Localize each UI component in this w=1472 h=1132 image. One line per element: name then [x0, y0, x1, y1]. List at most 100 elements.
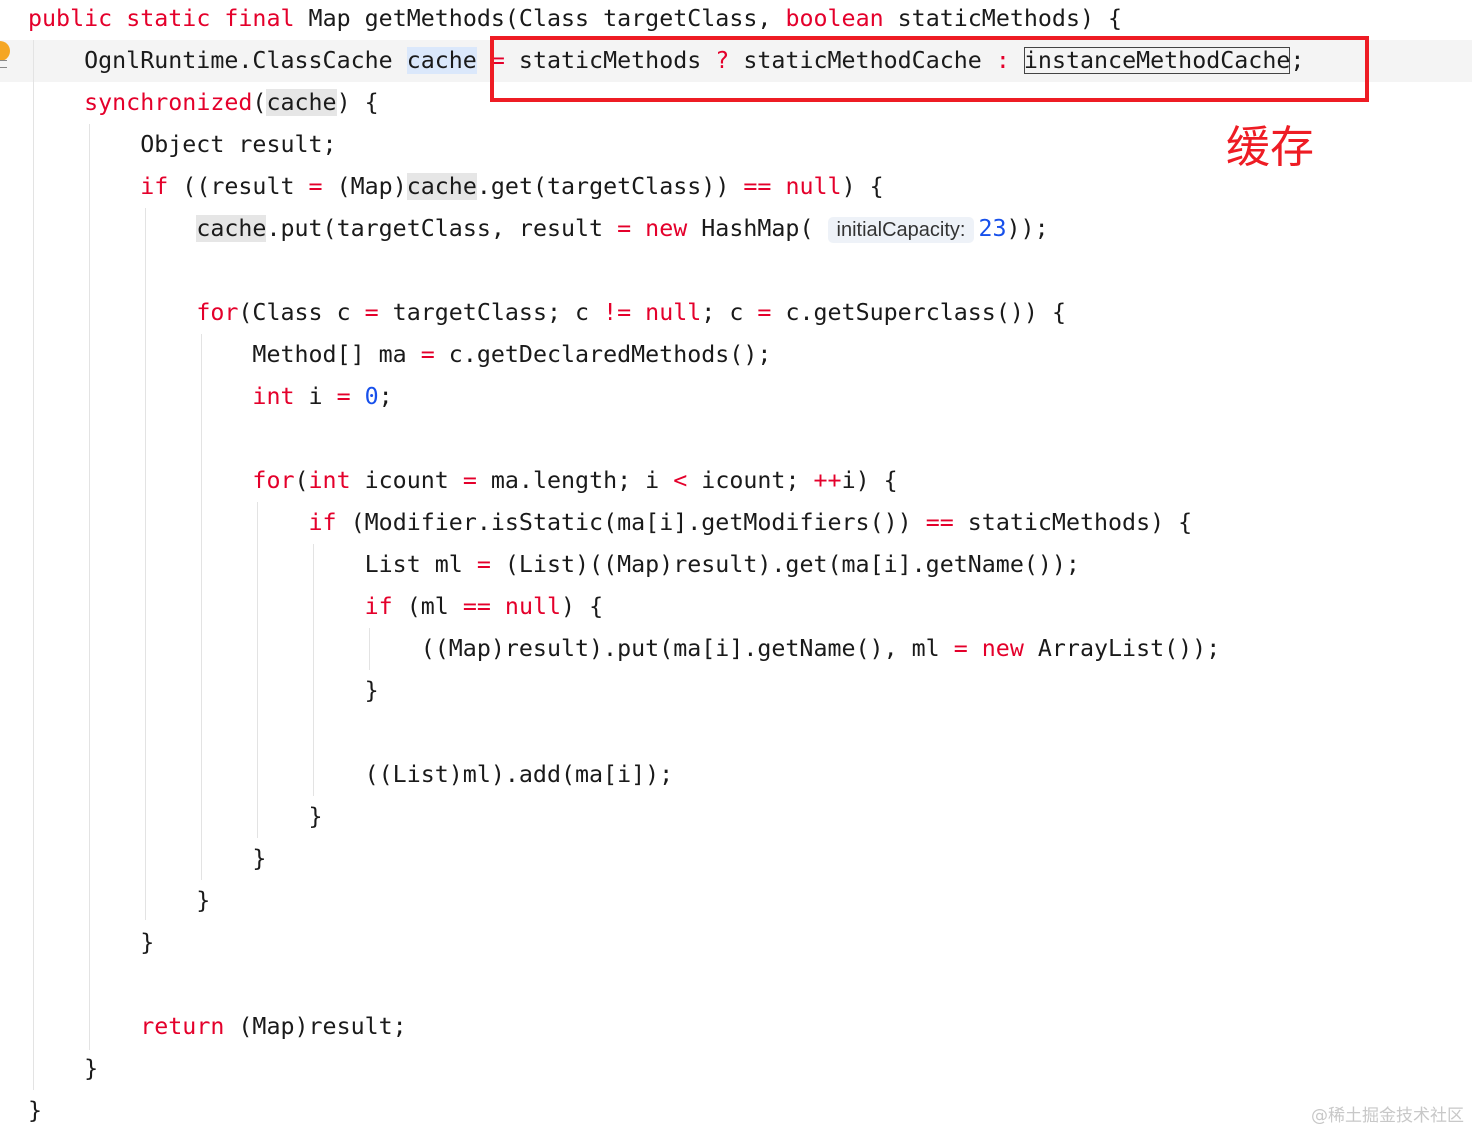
operator-token: =	[953, 635, 968, 662]
keyword-token: for	[252, 467, 295, 494]
code-line[interactable]: for(Class c = targetClass; c != null; c …	[0, 292, 1472, 334]
code-token: List ml	[28, 551, 477, 578]
code-line[interactable]	[0, 418, 1472, 460]
code-line[interactable]: ((List)ml).add(ma[i]);	[0, 754, 1472, 796]
code-line[interactable]: if (ml == null) {	[0, 586, 1472, 628]
code-line-text: }	[28, 922, 154, 964]
code-token	[477, 47, 491, 74]
operator-token: ==	[925, 509, 954, 536]
indent-guide	[257, 502, 258, 838]
code-token: ));	[1006, 215, 1049, 242]
code-line-text: int i = 0;	[28, 376, 393, 418]
number-token: 23	[978, 215, 1007, 242]
code-line[interactable]: ((Map)result).put(ma[i].getName(), ml = …	[0, 628, 1472, 670]
code-token: i) {	[841, 467, 898, 494]
code-line-text: for(int icount = ma.length; i < icount; …	[28, 460, 898, 502]
code-token: }	[28, 1097, 43, 1124]
code-token	[28, 467, 252, 494]
code-line[interactable]: }	[0, 796, 1472, 838]
code-token	[631, 215, 645, 242]
code-line[interactable]: return (Map)result;	[0, 1006, 1472, 1048]
code-line[interactable]: }	[0, 838, 1472, 880]
operator-token: =	[336, 383, 351, 410]
indent-guide	[33, 40, 34, 1090]
code-token: Method[] ma	[28, 341, 421, 368]
code-line-text: }	[28, 670, 379, 712]
keyword-token: null	[645, 299, 702, 326]
keyword-token: synchronized	[84, 89, 253, 116]
lightbulb-icon[interactable]	[0, 41, 10, 61]
code-token: }	[28, 677, 379, 704]
highlighted-identifier: cache	[406, 173, 477, 200]
code-token: c.getDeclaredMethods();	[434, 341, 772, 368]
code-line[interactable]: int i = 0;	[0, 376, 1472, 418]
code-line[interactable]	[0, 964, 1472, 1006]
code-line[interactable]: }	[0, 880, 1472, 922]
annotation-highlight-box	[490, 36, 1369, 102]
code-token: staticMethods	[504, 47, 716, 74]
code-line[interactable]: }	[0, 1048, 1472, 1090]
highlighted-identifier: cache	[406, 47, 477, 74]
code-line[interactable]: List ml = (List)((Map)result).get(ma[i].…	[0, 544, 1472, 586]
code-line[interactable]: for(int icount = ma.length; i < icount; …	[0, 460, 1472, 502]
code-token: ;	[378, 383, 393, 410]
indent-guide	[201, 334, 202, 880]
operator-token: =	[308, 173, 323, 200]
code-token: c.getSuperclass()) {	[771, 299, 1066, 326]
code-token	[28, 509, 309, 536]
keyword-token: if	[364, 593, 393, 620]
indent-guide	[369, 628, 370, 670]
code-line-text: List ml = (List)((Map)result).get(ma[i].…	[28, 544, 1080, 586]
operator-token: =	[462, 467, 477, 494]
code-line-text: for(Class c = targetClass; c != null; c …	[28, 292, 1066, 334]
code-line[interactable]	[0, 712, 1472, 754]
code-token: }	[28, 845, 267, 872]
code-token: ) {	[336, 89, 379, 116]
code-line[interactable]	[0, 250, 1472, 292]
keyword-token: new	[981, 635, 1024, 662]
code-token: ) {	[841, 173, 884, 200]
keyword-token: boolean	[785, 5, 884, 32]
code-line[interactable]: OgnlRuntime.ClassCache cache = staticMet…	[0, 40, 1472, 82]
operator-token: =	[476, 551, 491, 578]
code-line-text: Object result;	[28, 124, 336, 166]
code-token	[631, 299, 645, 326]
code-line[interactable]: if (Modifier.isStatic(ma[i].getModifiers…	[0, 502, 1472, 544]
code-line[interactable]: }	[0, 670, 1472, 712]
code-token: ArrayList());	[1023, 635, 1221, 662]
keyword-token: if	[308, 509, 337, 536]
code-token: (Class c	[238, 299, 365, 326]
code-line[interactable]: public static final Map getMethods(Class…	[0, 0, 1472, 40]
operator-token: =	[364, 299, 379, 326]
keyword-token: return	[140, 1013, 225, 1040]
indent-guide	[89, 124, 90, 1050]
code-line-text: }	[28, 1048, 98, 1090]
code-line[interactable]: Object result;	[0, 124, 1472, 166]
code-token	[491, 593, 505, 620]
code-line-text: if (Modifier.isStatic(ma[i].getModifiers…	[28, 502, 1193, 544]
code-line[interactable]: cache.put(targetClass, result = new Hash…	[0, 208, 1472, 250]
code-token: staticMethods) {	[953, 509, 1193, 536]
code-line-text: }	[28, 1090, 42, 1132]
keyword-token: final	[224, 5, 295, 32]
operator-token: =	[490, 47, 505, 74]
code-token: ((result	[168, 173, 309, 200]
code-token	[28, 1013, 140, 1040]
code-token: (List)((Map)result).get(ma[i].getName())…	[490, 551, 1080, 578]
code-line-text: cache.put(targetClass, result = new Hash…	[28, 208, 1049, 251]
code-token: }	[28, 887, 211, 914]
code-token	[28, 593, 365, 620]
code-line[interactable]: }	[0, 1090, 1472, 1132]
code-line[interactable]: if ((result = (Map)cache.get(targetClass…	[0, 166, 1472, 208]
code-line[interactable]: Method[] ma = c.getDeclaredMethods();	[0, 334, 1472, 376]
code-token: }	[28, 803, 323, 830]
code-line[interactable]: }	[0, 922, 1472, 964]
code-line[interactable]: synchronized(cache) {	[0, 82, 1472, 124]
keyword-token: if	[140, 173, 169, 200]
highlighted-identifier: cache	[266, 89, 337, 116]
number-token: 0	[364, 383, 379, 410]
code-token	[210, 5, 224, 32]
operator-token: ++	[813, 467, 842, 494]
code-token	[28, 383, 252, 410]
